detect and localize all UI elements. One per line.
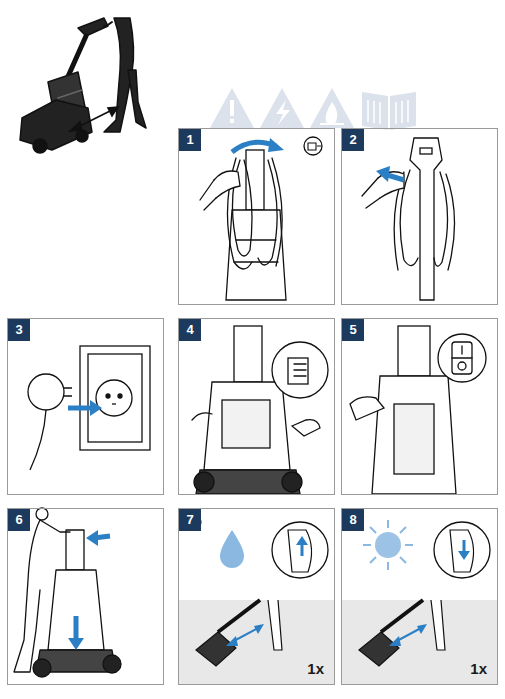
hero-arrow	[70, 107, 118, 131]
step8-figure	[342, 520, 497, 684]
step-number: 7	[179, 509, 201, 531]
step4-figure	[192, 326, 328, 494]
step1-figure	[200, 150, 286, 300]
step-panel: 1	[178, 128, 335, 305]
step-number: 6	[8, 509, 30, 531]
step3-figure	[28, 346, 150, 470]
warning-icons	[210, 88, 416, 130]
step-panel: 3	[7, 318, 164, 495]
step2-figure	[362, 138, 455, 300]
step5-figure	[350, 326, 486, 494]
step6-figure	[14, 508, 121, 677]
step-number: 2	[342, 129, 364, 151]
step-panel: 8 1x	[341, 508, 498, 685]
step2-arrow	[376, 166, 404, 182]
step3-arrow	[68, 400, 102, 416]
step-panel: 5	[341, 318, 498, 495]
hero-figure	[20, 18, 146, 153]
step7-figure	[179, 515, 334, 684]
step-number: 5	[342, 319, 364, 341]
step-panel: 2	[341, 128, 498, 305]
step-number: 8	[342, 509, 364, 531]
step-number: 1	[179, 129, 201, 151]
step-number: 3	[8, 319, 30, 341]
step-panel: 6	[7, 508, 164, 685]
step-panel: 7 1x	[178, 508, 335, 685]
step6-arrows	[68, 530, 110, 650]
step1-arrow	[232, 137, 322, 155]
step-number: 4	[179, 319, 201, 341]
repeat-count: 1x	[305, 660, 326, 678]
step-panel: 4	[178, 318, 335, 495]
repeat-count: 1x	[468, 660, 489, 678]
